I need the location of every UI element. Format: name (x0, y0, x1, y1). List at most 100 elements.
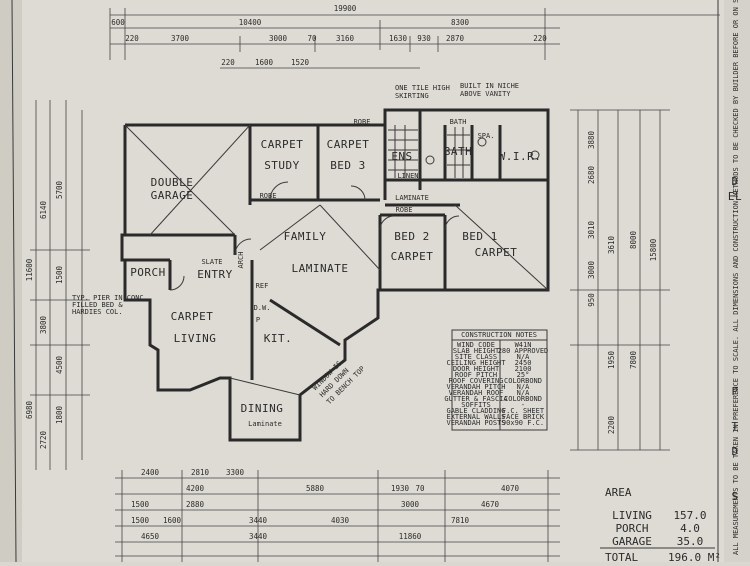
top-dim-r3-0: 220 (221, 58, 235, 67)
right-dim-overall: 15800 (649, 238, 658, 261)
room-bath-label: BATH (450, 118, 467, 126)
right-dim-a-7: 2200 (607, 415, 616, 434)
bottom-dim-row4-1: 1600 (163, 516, 182, 525)
cn-label-13: VERANDAH POSTS (446, 419, 505, 427)
side-note: ALL MEASUREMENTS TO BE TAKEN IN PREFEREN… (732, 0, 740, 555)
right-dim-a-0: 3880 (587, 130, 596, 149)
edge-letter-3: T (731, 420, 738, 433)
room-bed1-floor: CARPET (475, 246, 518, 259)
left-dim-mid-1: 3800 (39, 315, 48, 334)
room-entry-floor: SLATE (201, 258, 222, 266)
cn-label-0: WIND CODE (457, 341, 495, 349)
note-piers-line3: HARDIES COL. (72, 308, 123, 316)
cn-label-6: ROOF COVERING (449, 377, 504, 385)
left-dim-inner-3: 1800 (55, 405, 64, 424)
room-double-garage-line1: DOUBLE (151, 176, 194, 189)
room-laminate-hall: LAMINATE (395, 194, 429, 202)
bottom-dim-row4-3: 4030 (331, 516, 350, 525)
area-value-1: 4.0 (680, 522, 700, 535)
bottom-dim-row5-1: 3440 (249, 532, 268, 541)
left-dim-outer-1: 6980 (25, 400, 34, 419)
edge-letter-2: P (731, 385, 738, 398)
label-arch: ARCH (237, 252, 245, 269)
right-dim-b-0: 8000 (629, 230, 638, 249)
bottom-dim-row5-0: 4650 (141, 532, 160, 541)
top-dim-r2-0: 220 (125, 34, 139, 43)
cn-value-7: N/A (517, 383, 530, 391)
room-family: FAMILY (284, 230, 327, 243)
room-robe-bed3: ROBE (354, 118, 371, 126)
bottom-dim-row2-4: 4070 (501, 484, 520, 493)
right-dim-a-6: 1950 (607, 350, 616, 369)
right-dim-a-4: 3000 (587, 260, 596, 279)
top-dim-r1-0: 600 (111, 18, 125, 27)
note-vanity-line1: BUILT IN NICHE (460, 82, 519, 90)
cn-value-9: COLORBOND (504, 395, 542, 403)
cn-value-3: 2450 (515, 359, 532, 367)
bottom-dim-row3-0: 1500 (131, 500, 150, 509)
area-label-0: LIVING (612, 509, 652, 522)
top-dim-r2-2: 3000 (269, 34, 288, 43)
top-dim-r2-3: 70 (307, 34, 317, 43)
cn-label-5: ROOF PITCH (455, 371, 497, 379)
bottom-dim-row1-1: 2810 (191, 468, 210, 477)
left-dim-mid-0: 6140 (39, 200, 48, 219)
label-ref: REF (256, 282, 269, 290)
cn-value-10: - (521, 401, 525, 409)
cn-label-8: VERANDAH ROOF (449, 389, 504, 397)
cn-label-10: SOFFITS (461, 401, 491, 409)
room-living-floor: CARPET (171, 310, 214, 323)
room-bed3-floor: CARPET (327, 138, 370, 151)
cn-value-4: 2100 (515, 365, 532, 373)
left-dim-outer-0: 11600 (25, 258, 34, 281)
cn-value-13: 90x90 F.C. (502, 419, 544, 427)
top-overall-dim: 19900 (334, 4, 357, 13)
room-bed2-floor: CARPET (391, 250, 434, 263)
room-entry-name: ENTRY (197, 268, 233, 281)
note-piers-line2: FILLED BED & (72, 301, 123, 309)
room-bed2-name: BED 2 (394, 230, 430, 243)
area-label-2: GARAGE (612, 535, 652, 548)
right-dim-a-3: 3610 (607, 235, 616, 254)
cn-label-7: VERANDAH PITCH (446, 383, 505, 391)
area-label-1: PORCH (615, 522, 648, 535)
room-bed1-name: BED 1 (462, 230, 498, 243)
top-dim-r2-4: 3160 (336, 34, 355, 43)
cn-value-0: W41N (515, 341, 532, 349)
cn-label-2: SITE CLASS (455, 353, 497, 361)
room-ensuite: ENS (391, 150, 412, 163)
top-dim-r2-7: 2870 (446, 34, 465, 43)
bottom-dim-row4-2: 3440 (249, 516, 268, 525)
top-dim-r2-6: 930 (417, 34, 431, 43)
garage-diagonals (124, 124, 549, 291)
area-total-label: TOTAL (605, 551, 638, 562)
right-dim-b-1: 7800 (629, 350, 638, 369)
edge-letter-5: S (731, 490, 738, 503)
right-dim-a-1: 2680 (587, 165, 596, 184)
note-piers-line1: TYP. PIER IN CONC. (72, 294, 148, 302)
room-wir: W.I.R. (499, 150, 542, 163)
area-title: AREA (605, 486, 632, 499)
bottom-dim-row4-0: 1500 (131, 516, 150, 525)
area-total-value: 196.0 M² (668, 551, 721, 562)
room-porch: PORCH (130, 266, 166, 279)
right-dimension-lines (570, 109, 670, 451)
top-dim-r3-1: 1600 (255, 58, 274, 67)
bottom-dim-row1-2: 3300 (226, 468, 245, 477)
left-dim-inner-2: 4500 (55, 355, 64, 374)
room-bed3-name: BED 3 (330, 159, 366, 172)
bottom-dim-row2-3: 70 (415, 484, 425, 493)
cn-value-11: F.C. SHEET (502, 407, 545, 415)
top-dim-r2-5: 1630 (389, 34, 408, 43)
tile-hatch (388, 125, 540, 178)
cn-value-1: 280 APPROVED (498, 347, 549, 355)
bottom-dim-row5-2: 11860 (399, 532, 422, 541)
